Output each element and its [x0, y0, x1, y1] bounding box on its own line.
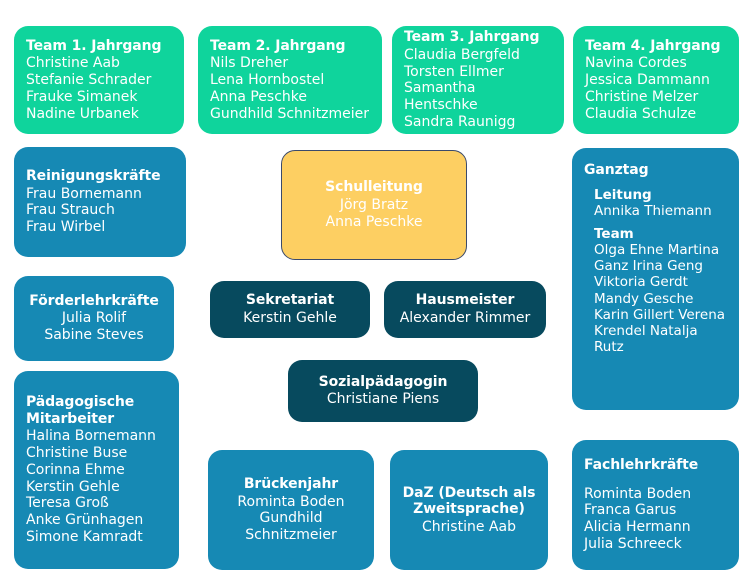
box-sozialpaedagogin[interactable]: Sozialpädagogin Christiane Piens [288, 360, 478, 422]
box-title: Brückenjahr [243, 476, 339, 493]
box-reinigungskraefte[interactable]: Reinigungskräfte Frau Bornemann Frau Str… [14, 147, 186, 257]
box-title: DaZ (Deutsch als Zweitsprache) [402, 484, 536, 518]
box-title: Reinigungskräfte [26, 168, 161, 185]
ganztag-leitung-group: Leitung Annika Thiemann [584, 180, 727, 219]
ganztag-team-group: Team Olga Ehne Martina Ganz Irina Geng V… [584, 219, 727, 356]
box-brueckenjahr[interactable]: Brückenjahr Rominta Boden Gundhild Schni… [208, 450, 374, 570]
box-title: Team 2. Jahrgang [210, 37, 346, 54]
box-title: Team 3. Jahrgang [404, 29, 540, 46]
box-title: Team 1. Jahrgang [26, 37, 162, 54]
box-members: Kerstin Gehle [243, 309, 337, 326]
box-title: Sekretariat [245, 292, 335, 309]
ganztag-team-label: Team [594, 225, 634, 242]
box-members: Rominta Boden Franca Garus Alicia Herman… [584, 485, 692, 553]
box-title: Förderlehrkräfte [29, 292, 159, 309]
box-members: Frau Bornemann Frau Strauch Frau Wirbel [26, 185, 142, 236]
box-members: Claudia Bergfeld Torsten Ellmer Samantha… [404, 46, 520, 130]
box-hausmeister[interactable]: Hausmeister Alexander Rimmer [384, 281, 546, 338]
box-members: Christine Aab Stefanie Schrader Frauke S… [26, 55, 152, 122]
box-members: Nils Dreher Lena Hornbostel Anna Peschke… [210, 55, 370, 122]
box-title: Fachlehrkräfte [584, 457, 699, 474]
box-fachlehrkraefte[interactable]: Fachlehrkräfte Rominta Boden Franca Garu… [572, 440, 739, 570]
box-members: Halina Bornemann Christine Buse Corinna … [26, 428, 156, 545]
ganztag-leitung-label: Leitung [594, 186, 652, 203]
box-title: Schulleitung [325, 179, 423, 196]
box-schulleitung[interactable]: Schulleitung Jörg Bratz Anna Peschke [281, 150, 467, 260]
box-ganztag[interactable]: Ganztag Leitung Annika Thiemann Team Olg… [572, 148, 739, 410]
box-title: Hausmeister [415, 292, 515, 309]
box-members: Jörg Bratz Anna Peschke [325, 196, 423, 230]
box-team-1-jahrgang[interactable]: Team 1. Jahrgang Christine Aab Stefanie … [14, 26, 184, 134]
ganztag-team-members: Olga Ehne Martina Ganz Irina Geng Viktor… [594, 242, 726, 356]
box-members: Christine Aab [422, 518, 516, 535]
box-title: Sozialpädagogin [318, 373, 448, 390]
box-team-4-jahrgang[interactable]: Team 4. Jahrgang Navina Cordes Jessica D… [573, 26, 739, 134]
ganztag-leitung-members: Annika Thiemann [594, 202, 712, 219]
box-paedagogische-mitarbeiter[interactable]: Pädagogische Mitarbeiter Halina Borneman… [14, 371, 179, 569]
box-team-3-jahrgang[interactable]: Team 3. Jahrgang Claudia Bergfeld Torste… [392, 26, 564, 134]
box-team-2-jahrgang[interactable]: Team 2. Jahrgang Nils Dreher Lena Hornbo… [198, 26, 382, 134]
box-title: Ganztag [584, 162, 649, 178]
box-members: Navina Cordes Jessica Dammann Christine … [585, 55, 710, 122]
box-members: Rominta Boden Gundhild Schnitzmeier [237, 493, 345, 544]
box-title: Pädagogische Mitarbeiter [26, 394, 135, 427]
box-daz[interactable]: DaZ (Deutsch als Zweitsprache) Christine… [390, 450, 548, 570]
box-foerderlehrkraefte[interactable]: Förderlehrkräfte Julia Rolif Sabine Stev… [14, 276, 174, 361]
box-members: Christiane Piens [326, 391, 440, 408]
box-members: Julia Rolif Sabine Steves [44, 310, 144, 344]
box-sekretariat[interactable]: Sekretariat Kerstin Gehle [210, 281, 370, 338]
box-members: Alexander Rimmer [399, 309, 531, 326]
box-title: Team 4. Jahrgang [585, 37, 721, 54]
